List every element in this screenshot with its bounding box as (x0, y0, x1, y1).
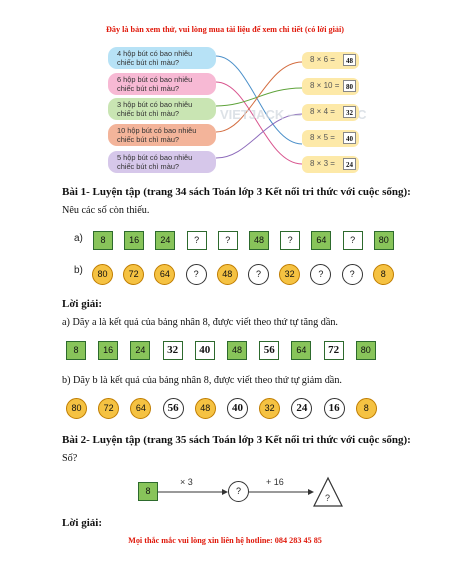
number-square: 40 (194, 341, 215, 360)
result-triangle (313, 476, 343, 507)
flow-end-mark: ? (325, 493, 331, 503)
answer-box: 40 (343, 132, 356, 144)
number-circle: 8 (372, 264, 394, 285)
flow-op1: × 3 (180, 477, 193, 487)
bai1-heading: Bài 1- Luyện tập (trang 34 sách Toán lớp… (62, 186, 411, 198)
calc-box-3: 8 × 4 =32 (302, 104, 359, 121)
number-circle: 80 (92, 264, 113, 285)
answer-box: 48 (343, 54, 356, 66)
number-square: 80 (355, 341, 376, 360)
bai1-solution-a-text: a) Dãy a là kết quả của bảng nhân 8, đượ… (62, 317, 338, 328)
number-square: 72 (323, 341, 344, 360)
calc-box-5: 8 × 3 =24 (302, 156, 359, 173)
row-a-label: a) (74, 233, 83, 244)
answer-box: 80 (343, 80, 356, 92)
number-circle: 72 (123, 264, 145, 285)
number-square: 64 (311, 231, 332, 250)
answer-box: 24 (343, 158, 356, 170)
number-circle: 24 (291, 398, 313, 419)
answer-box: 32 (343, 106, 356, 118)
number-square: 16 (124, 231, 145, 250)
number-circle: 48 (194, 398, 216, 419)
flow-arrows (158, 476, 343, 507)
number-circle: 40 (227, 398, 248, 419)
bai1-prompt: Nêu các số còn thiếu. (62, 205, 150, 216)
flow-diagram: 8 × 3 ? + 16 ? (136, 474, 366, 512)
number-square: 80 (373, 231, 394, 250)
number-square: 48 (249, 231, 269, 250)
flow-start-box: 8 (138, 482, 158, 501)
number-square: ? (280, 231, 301, 250)
calc-box-4: 8 × 5 =40 (302, 130, 359, 147)
number-circle: 56 (162, 398, 184, 419)
number-square: 48 (227, 341, 247, 360)
number-square: 24 (130, 341, 151, 360)
bai1-solution-b-text: b) Dãy b là kết quả của bảng nhân 8, đượ… (62, 375, 342, 386)
number-square: 16 (98, 341, 119, 360)
flow-mid-circle: ? (228, 481, 249, 502)
flow-op2: + 16 (266, 477, 284, 487)
number-circle: 32 (259, 398, 281, 419)
preview-notice: Đây là bản xem thử, vui lòng mua tài liệ… (105, 25, 344, 34)
number-square: ? (186, 231, 207, 250)
number-square: ? (217, 231, 238, 250)
bai2-solution-title: Lời giải: (62, 517, 103, 529)
number-circle: ? (185, 264, 207, 285)
number-circle: 16 (323, 398, 345, 419)
number-square: 8 (93, 231, 113, 250)
number-circle: ? (248, 264, 269, 285)
number-square: 56 (259, 341, 280, 360)
number-circle: ? (310, 264, 332, 285)
number-square: 64 (291, 341, 312, 360)
bai2-prompt: Số? (62, 453, 78, 464)
number-square: 32 (162, 341, 183, 360)
calc-box-2: 8 × 10 =80 (302, 78, 359, 95)
number-circle: ? (341, 264, 363, 285)
number-circle: 64 (154, 264, 176, 285)
number-circle: 32 (279, 264, 301, 285)
number-circle: 80 (66, 398, 87, 419)
number-circle: 64 (130, 398, 152, 419)
hotline-notice: Mọi thắc mắc vui lòng xin liên hệ hotlin… (128, 536, 322, 545)
number-square: 8 (66, 341, 86, 360)
number-square: ? (342, 231, 363, 250)
number-circle: 72 (98, 398, 120, 419)
number-circle: 48 (216, 264, 238, 285)
bai1-solution-title: Lời giải: (62, 298, 103, 310)
calc-box-1: 8 × 6 =48 (302, 52, 359, 69)
bai2-heading: Bài 2- Luyện tập (trang 35 sách Toán lớp… (62, 434, 411, 446)
number-square: 24 (155, 231, 176, 250)
number-circle: 8 (355, 398, 377, 419)
row-b-label: b) (74, 265, 83, 276)
